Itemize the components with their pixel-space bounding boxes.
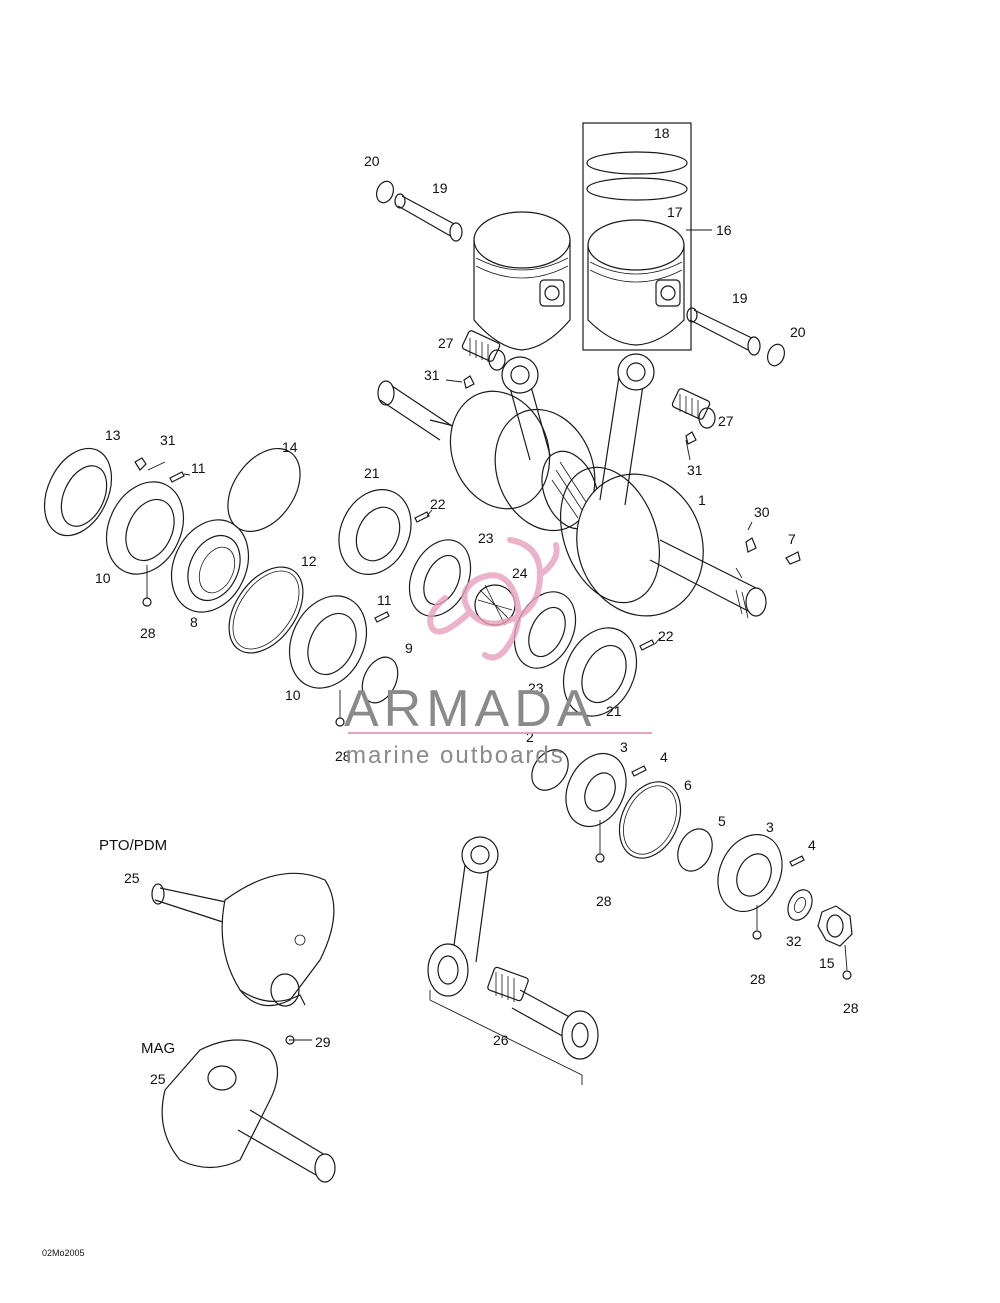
o-ring-14 bbox=[227, 447, 301, 533]
piston-assembly-left bbox=[375, 180, 571, 351]
callout-1: 1 bbox=[698, 492, 706, 508]
callout-8: 8 bbox=[190, 614, 198, 630]
callout-28: 28 bbox=[843, 1000, 859, 1016]
callout-11: 11 bbox=[377, 592, 392, 608]
callout-25: 25 bbox=[124, 870, 140, 886]
callout-25: 25 bbox=[150, 1071, 166, 1087]
callout-28: 28 bbox=[596, 893, 612, 909]
callout-13: 13 bbox=[105, 427, 121, 443]
callout-3: 3 bbox=[766, 819, 774, 835]
callout-14: 14 bbox=[282, 439, 298, 455]
bearing-10-left bbox=[105, 481, 185, 575]
callout-21: 21 bbox=[606, 703, 622, 719]
callout-4: 4 bbox=[808, 837, 816, 853]
callout-27: 27 bbox=[718, 413, 734, 429]
connecting-rod-26 bbox=[427, 836, 599, 1085]
bearing-3-left bbox=[565, 752, 627, 828]
callout-9: 9 bbox=[405, 640, 413, 656]
callout-16: 16 bbox=[716, 222, 732, 238]
ring-5 bbox=[677, 828, 713, 872]
callout-22: 22 bbox=[430, 496, 446, 512]
callout-5: 5 bbox=[718, 813, 726, 829]
callout-29: 29 bbox=[315, 1034, 331, 1050]
callout-10: 10 bbox=[285, 687, 301, 703]
crankshaft-pto bbox=[151, 872, 335, 1007]
callout-28: 28 bbox=[140, 625, 156, 641]
ring-2 bbox=[531, 749, 569, 791]
callout-21: 21 bbox=[364, 465, 380, 481]
section-labels: PTO/PDM MAG bbox=[99, 837, 175, 1057]
crankshaft-assembly bbox=[377, 353, 767, 619]
callout-28: 28 bbox=[750, 971, 766, 987]
ring-9 bbox=[361, 656, 399, 704]
callout-28: 28 bbox=[335, 748, 351, 764]
callout-30: 30 bbox=[754, 504, 770, 520]
callout-23: 23 bbox=[528, 680, 544, 696]
washer-32 bbox=[787, 889, 813, 921]
callout-24: 24 bbox=[512, 565, 528, 581]
callout-10: 10 bbox=[95, 570, 111, 586]
seal-13 bbox=[43, 447, 113, 537]
callout-22: 22 bbox=[658, 628, 674, 644]
watermark-logo-icon bbox=[427, 537, 560, 661]
callout-20: 20 bbox=[790, 324, 806, 340]
callout-27: 27 bbox=[438, 335, 454, 351]
fasteners bbox=[134, 375, 852, 1045]
o-ring-12 bbox=[228, 566, 304, 654]
o-ring-6 bbox=[618, 781, 682, 859]
section-label-mag: MAG bbox=[141, 1040, 175, 1057]
callout-32: 32 bbox=[786, 933, 802, 949]
callout-12: 12 bbox=[301, 553, 317, 569]
callout-23: 23 bbox=[478, 530, 494, 546]
bearing-3-right bbox=[717, 833, 783, 913]
callout-19: 19 bbox=[732, 290, 748, 306]
callout-4: 4 bbox=[660, 749, 668, 765]
nut-15 bbox=[817, 905, 853, 947]
bearing-10-center bbox=[288, 595, 368, 689]
bearing-21-upper bbox=[338, 489, 412, 575]
callout-20: 20 bbox=[364, 153, 380, 169]
drawing-code: 02Mo2005 bbox=[42, 1248, 85, 1258]
callout-6: 6 bbox=[684, 777, 692, 793]
callout-15: 15 bbox=[819, 955, 835, 971]
callout-17: 17 bbox=[667, 204, 683, 220]
callout-19: 19 bbox=[432, 180, 448, 196]
callout-11: 11 bbox=[191, 460, 206, 476]
callout-18: 18 bbox=[654, 125, 670, 141]
callout-31: 31 bbox=[160, 432, 176, 448]
watermark-tagline: marine outboards bbox=[346, 742, 565, 769]
key-7 bbox=[785, 551, 801, 565]
crankshaft-mag bbox=[161, 1039, 336, 1183]
callout-7: 7 bbox=[788, 531, 796, 547]
watermark: ARMADA marine outboards bbox=[344, 537, 652, 769]
bearing-8 bbox=[170, 519, 250, 613]
piston-assembly-right bbox=[582, 122, 786, 367]
callout-2: 2 bbox=[526, 729, 534, 745]
needle-bearing-27-left bbox=[461, 330, 506, 371]
callout-31: 31 bbox=[424, 367, 440, 383]
section-label-pto-pdm: PTO/PDM bbox=[99, 837, 167, 854]
needle-bearing-27-right bbox=[671, 388, 716, 429]
callout-31: 31 bbox=[687, 462, 703, 478]
callout-26: 26 bbox=[493, 1032, 509, 1048]
callout-labels: 1 2 3 3 4 4 5 6 7 8 9 10 10 11 11 12 13 … bbox=[95, 125, 859, 1087]
callout-3: 3 bbox=[620, 739, 628, 755]
bearing-21-lower bbox=[562, 627, 638, 717]
leader-lines bbox=[146, 229, 848, 1041]
watermark-brand: ARMADA bbox=[344, 680, 596, 738]
